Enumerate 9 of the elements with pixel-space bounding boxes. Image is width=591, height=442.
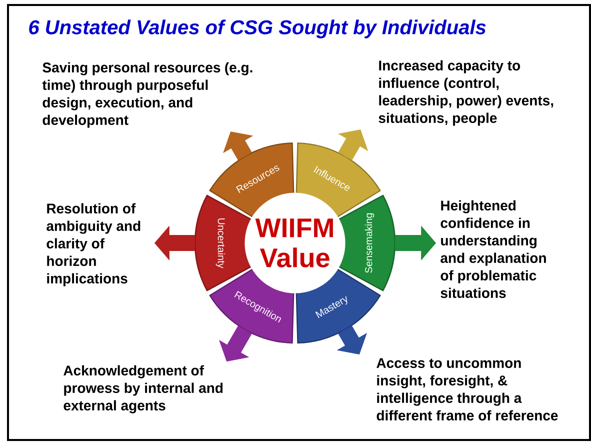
description-text: Access to uncommon insight, foresight, & intelligence through a different frame of reference (376, 358, 558, 420)
ring-segment: Uncertainty (194, 194, 252, 292)
ring-segment: Sensemaking (338, 194, 396, 292)
description-text: Heightened confidence in understanding and explanation of problematic situations (440, 200, 546, 298)
description-text: Saving personal resources (e.g. time) through purposeful design, execution, and development (42, 62, 252, 128)
title: 6 Unstated Values of CSG Sought by Individuals (29, 20, 486, 38)
description-text: Acknowledgement of prowess by internal and external agents (64, 365, 223, 414)
description-text: Resolution of ambiguity and clarity of horizon implications (46, 203, 140, 286)
description-text: Increased capacity to influence (control, leadership, power) events, situations, people (378, 60, 554, 126)
